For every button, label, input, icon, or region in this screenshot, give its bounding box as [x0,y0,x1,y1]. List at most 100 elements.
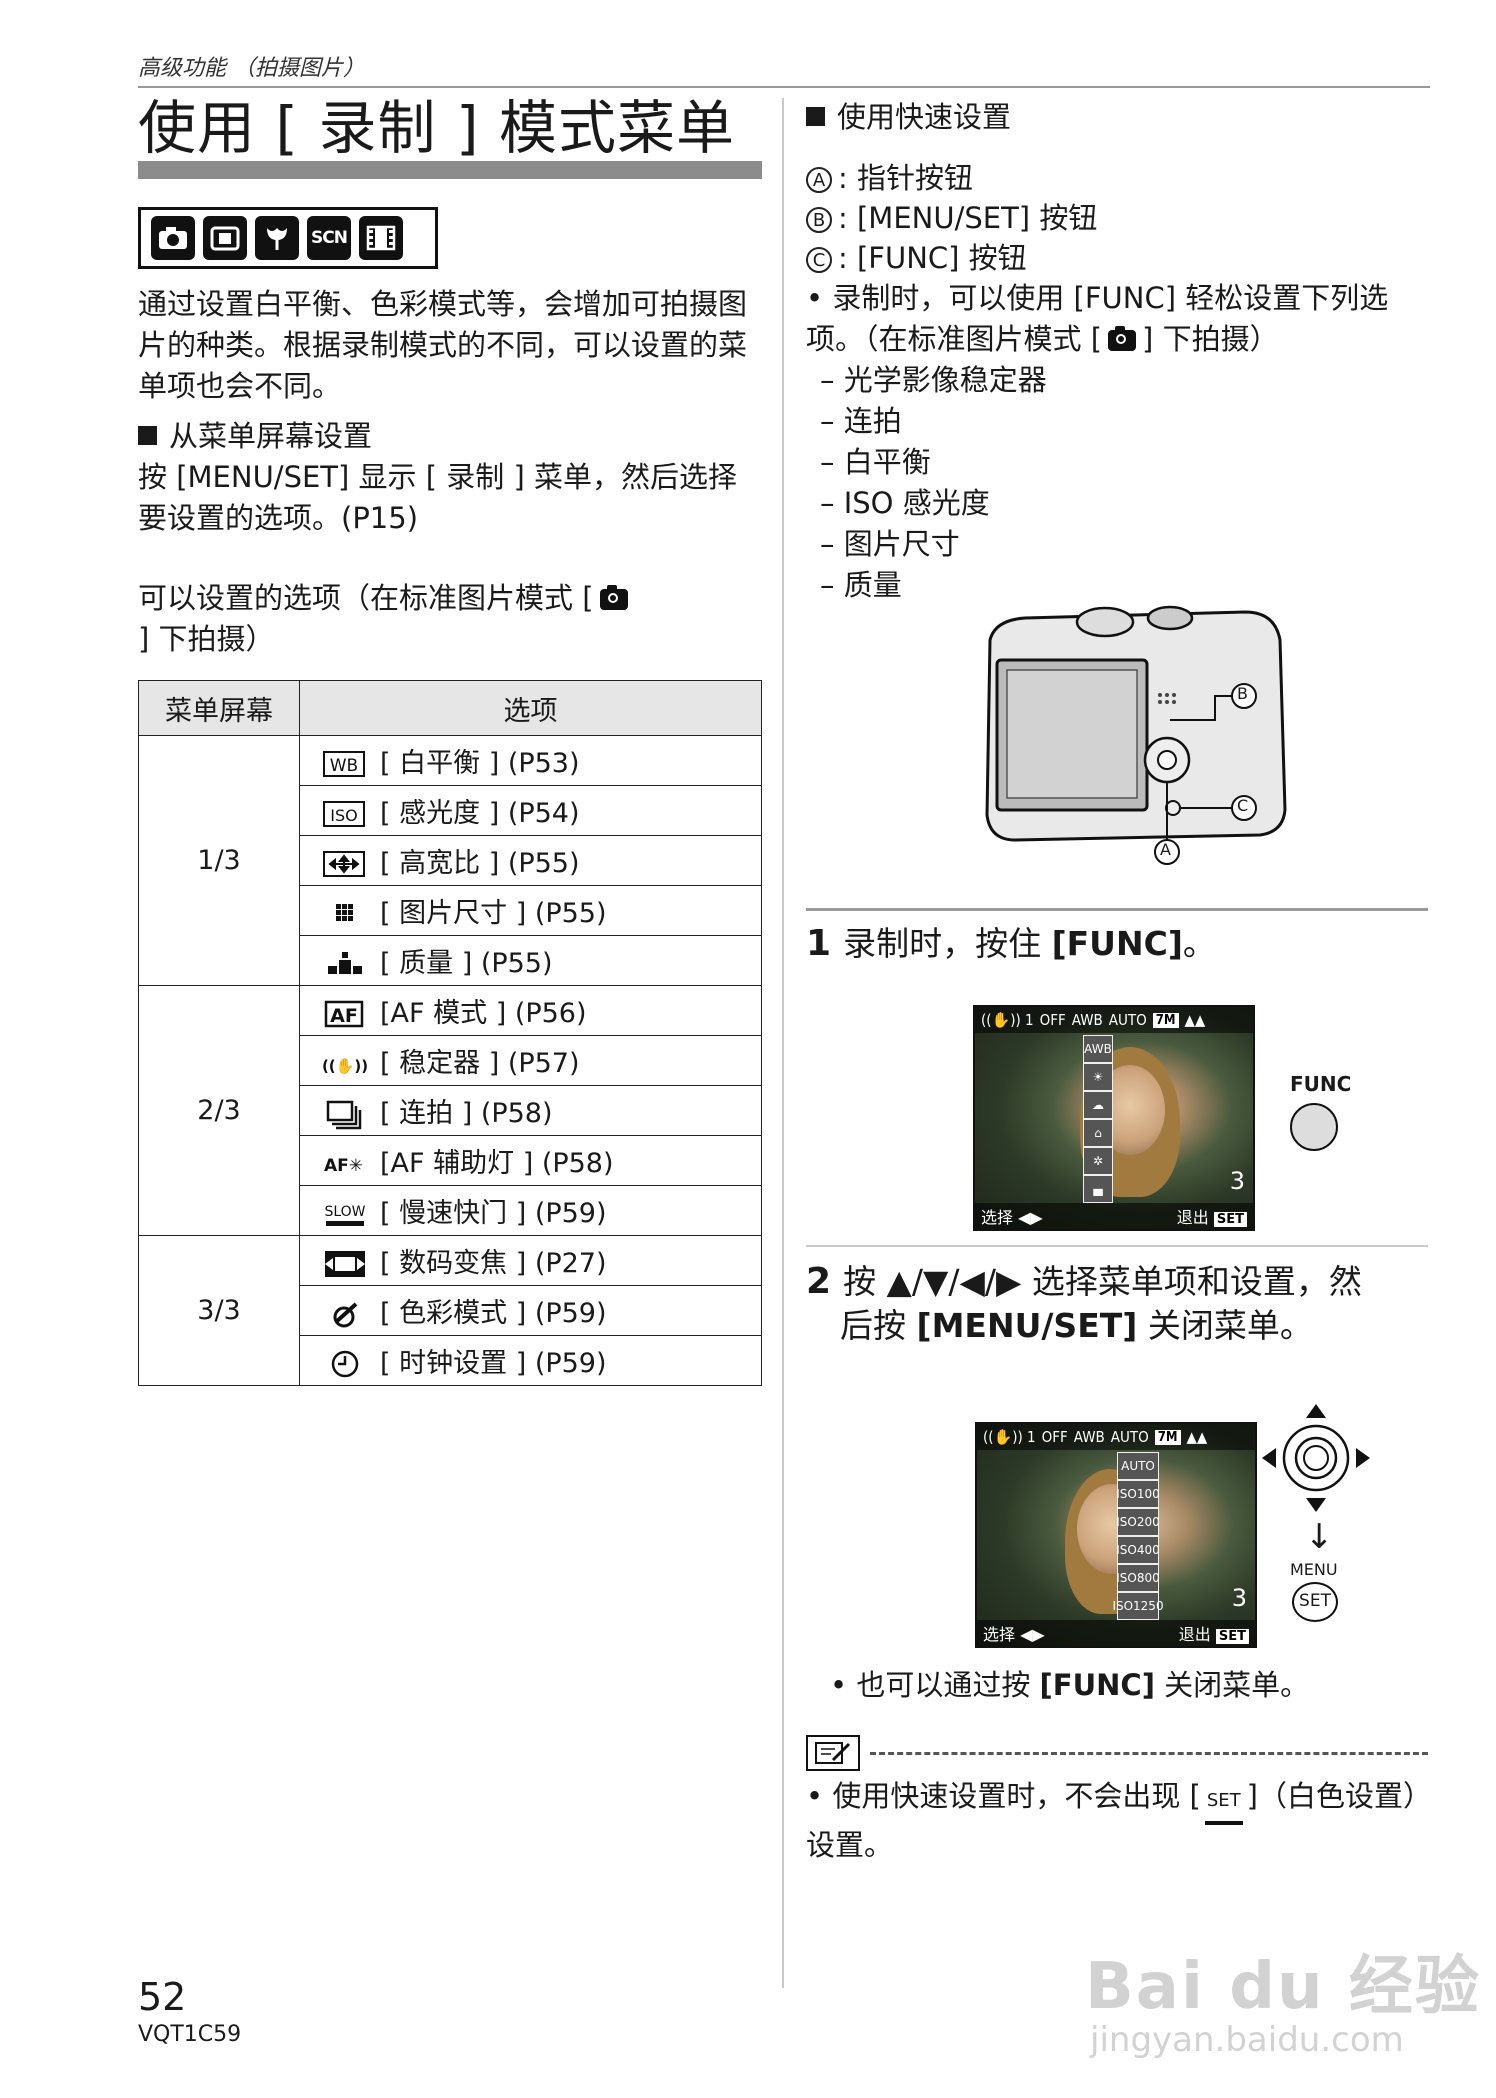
simple-mode-icon [203,216,247,260]
square-bullet-icon [806,107,825,126]
slow-shutter-icon: SLOW [322,1198,368,1230]
quick-items-list: – 光学影像稳定器 – 连拍 – 白平衡 – ISO 感光度 – 图片尺寸 – … [820,360,1047,606]
svg-text:SLOW: SLOW [324,1204,365,1220]
up-arrow-icon [1306,1404,1326,1418]
option-label: [ 图片尺寸 ] (P55) [380,897,607,929]
running-head: 高级功能 （拍摄图片） [138,56,365,81]
section-rule [806,908,1428,911]
scene-mode-icon: SCN [307,216,351,260]
option-label: [ 连拍 ] (P58) [380,1097,553,1129]
menu-options-table: 菜单屏幕 选项 1/3 WB [ 白平衡 ] (P53) ISO [ 感光度 ] (… [138,680,762,1386]
circle-a-icon: A [806,167,832,193]
menu-label: MENU [1290,1560,1338,1579]
stabilizer-icon: ((✋)) [322,1048,368,1080]
options-caption: 可以设置的选项（在标准图片模式 [] 下拍摄） [138,578,758,660]
circle-c-icon: C [806,247,832,273]
af-assist-lamp-icon: AF✳ [322,1148,368,1180]
lcd-bottom-bar: 选择 ◀▶退出 SET [975,1203,1253,1229]
camera-mode-icon [151,216,195,260]
table-row: [ 连拍 ] (P58) [139,1085,762,1136]
note-dashed-rule [870,1752,1428,1755]
list-item: – 质量 [820,568,902,602]
lcd-bottom-bar: 选择 ◀▶退出 SET [977,1620,1255,1646]
also-close-note: • 也可以通过按 [FUNC] 关闭菜单。 [830,1668,1310,1702]
option-label: [ 数码变焦 ] (P27) [380,1247,607,1279]
quick-bullet: • 录制时，可以使用 [FUNC] 轻松设置下列选项。（在标准图片模式 [] 下… [806,281,1389,356]
movie-mode-icon [359,216,403,260]
column-divider [782,98,784,1988]
circle-b-icon: B [806,207,832,233]
svg-text:WB: WB [330,756,358,776]
func-label: FUNC [1290,1072,1352,1096]
callout-a: A [1160,840,1171,859]
legend-c: C: [FUNC] 按钮 [806,238,1027,279]
table-row: ((✋)) [ 稳定器 ] (P57) [139,1035,762,1086]
table-row: 2/3 AF[AF 模式 ] (P56) [138,985,762,1236]
picture-size-icon [322,898,368,930]
down-arrow-icon [1306,1498,1326,1512]
from-menu-heading: 从菜单屏幕设置 [138,416,372,457]
option-label: [ 白平衡 ] (P53) [380,747,580,779]
macro-mode-icon [255,216,299,260]
shots-remaining: 3 [1229,1167,1245,1195]
down-arrow-icon: ↓ [1305,1517,1334,1557]
callout-c: C [1237,796,1249,815]
set-button[interactable]: SET [1292,1582,1338,1622]
table-header-options: 选项 [299,680,762,736]
cursor-pad[interactable] [1258,1400,1374,1516]
table-row: [ 色彩模式 ] (P59) [139,1285,762,1336]
func-button[interactable] [1290,1103,1338,1151]
left-arrow-icon [1262,1448,1276,1468]
table-row: 3/3 [ 数码变焦 ] (P27) [138,1235,762,1386]
option-label: [ 时钟设置 ] (P59) [380,1347,607,1379]
right-arrow-icon [1356,1448,1370,1468]
baidu-watermark-url: jingyan.baidu.com [1090,2020,1404,2060]
table-row: [ 图片尺寸 ] (P55) [139,885,762,936]
table-header-menu-screen: 菜单屏幕 [138,680,300,736]
table-row: SLOW [ 慢速快门 ] (P59) [139,1185,762,1236]
wb-option-column: AWB ☀ ☁ ⌂ ✲ ▄ [1083,1035,1113,1203]
shots-remaining: 3 [1231,1584,1247,1612]
table-row: AF✳ [AF 辅助灯 ] (P58) [139,1135,762,1186]
option-label: [ 色彩模式 ] (P59) [380,1297,607,1329]
svg-text:AF: AF [330,1005,358,1027]
burst-icon [322,1098,368,1130]
page-cell: 1/3 [138,735,300,986]
table-row: [ 高宽比 ] (P55) [139,835,762,886]
option-label: [ 稳定器 ] (P57) [380,1047,580,1079]
baidu-watermark-logo: Bai du 经验 [1085,1950,1481,2024]
table-row: [ 时钟设置 ] (P59) [139,1335,762,1386]
quality-icon [322,948,368,980]
option-label: [ 感光度 ] (P54) [380,797,580,829]
square-bullet-icon [138,426,157,445]
legend-a: A: 指针按钮 [806,158,973,199]
svg-text:ISO: ISO [330,806,357,825]
note-pad-icon [806,1735,860,1771]
option-label: [ 高宽比 ] (P55) [380,847,580,879]
page-number: 52 [138,1975,187,2019]
aspect-ratio-icon [322,848,368,880]
page-title: 使用 [ 录制 ] 模式菜单 [138,94,736,162]
page-cell: 2/3 [138,985,300,1236]
iso-icon: ISO [322,798,368,830]
option-label: [ 慢速快门 ] (P59) [380,1197,607,1229]
quick-setting-heading: 使用快速设置 [806,97,1011,138]
camera-mode-icon [1108,326,1137,351]
mode-icon-strip: SCN [138,207,438,269]
svg-text:((✋)): ((✋)) [322,1057,368,1075]
list-item: – 连拍 [820,404,902,438]
color-mode-icon [322,1298,368,1330]
document-code: VQT1C59 [138,2022,242,2047]
table-row: 1/3 WB [ 白平衡 ] (P53) [138,735,762,986]
option-label: [AF 辅助灯 ] (P58) [380,1147,614,1179]
white-balance-icon: WB [322,748,368,780]
option-label: [ 质量 ] (P55) [380,947,553,979]
clock-icon [322,1348,368,1380]
step-rule [806,1245,1428,1247]
from-menu-text: 按 [MENU/SET] 显示 [ 录制 ] 菜单，然后选择要设置的选项。(P1… [138,460,738,535]
